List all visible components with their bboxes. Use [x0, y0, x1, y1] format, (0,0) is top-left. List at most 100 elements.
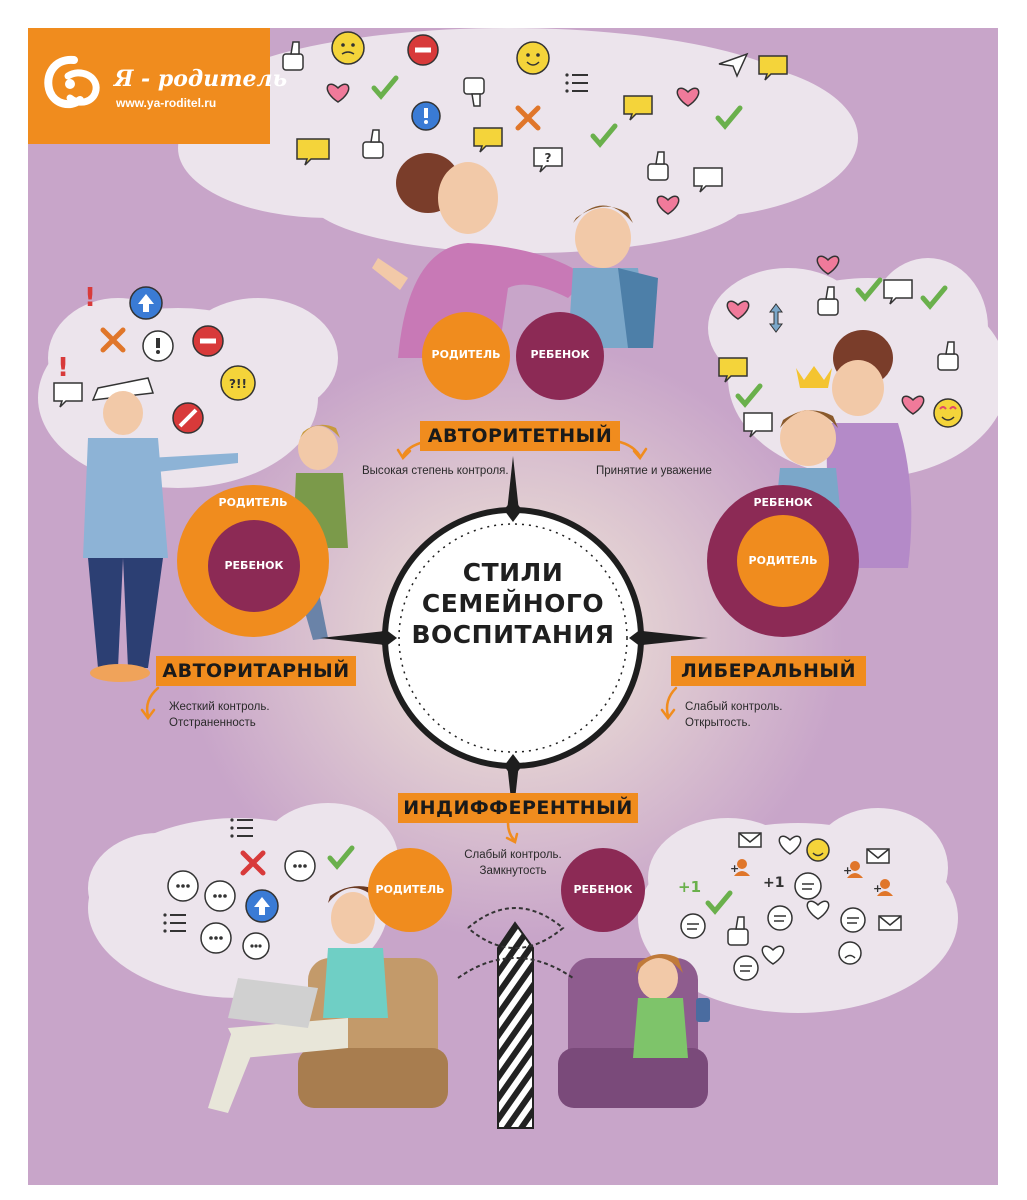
svg-text:!: !	[84, 283, 96, 313]
check-icon	[715, 105, 743, 130]
speech-bubble-icon	[53, 382, 83, 408]
svg-text:!: !	[57, 353, 69, 383]
smiley-icon	[331, 31, 365, 65]
cloud-left	[38, 298, 338, 488]
speech-bubble-icon	[840, 907, 866, 933]
liberal-desc: Слабый контроль.	[685, 701, 783, 713]
exclamation-icon: !	[57, 353, 69, 383]
liberal-child-label: Ребенок	[753, 496, 813, 509]
thumbs-up-icon	[362, 129, 384, 159]
cloud-bottom-right	[638, 808, 958, 1013]
authoritarian-desc-2: Отстраненность	[169, 717, 256, 729]
smiley-icon	[806, 838, 830, 862]
top-cloud-icons: ?	[282, 31, 788, 215]
svg-text:+1: +1	[678, 878, 701, 896]
heart-icon	[901, 395, 925, 415]
father-figure	[208, 886, 388, 1113]
list-icon	[230, 818, 253, 838]
smiley-icon	[933, 398, 963, 428]
svg-text:+1: +1	[763, 875, 784, 891]
svg-text:+: +	[843, 864, 852, 877]
check-icon	[590, 123, 618, 148]
svg-text:?: ?	[545, 151, 552, 165]
person-plus-icon: +	[873, 879, 893, 896]
list-icon	[163, 913, 186, 933]
liberal-desc-2: Открытость.	[685, 717, 751, 729]
logo-url[interactable]: www.ya-roditel.ru	[116, 96, 217, 110]
authoritative-desc-left: Высокая степень контроля.	[362, 465, 509, 477]
infographic-poster: ? ! ! ?!!	[28, 28, 998, 1185]
arrow-up-icon	[129, 286, 163, 320]
heart-icon	[726, 300, 750, 320]
cloud-top	[178, 28, 858, 253]
authoritative-desc-right: Принятие и уважение	[596, 465, 712, 477]
speech-bubble-icon	[733, 955, 759, 981]
stop-icon	[172, 402, 204, 434]
question-icon: ?	[533, 147, 563, 173]
speech-bubble-icon	[284, 850, 316, 882]
liberal-parent-label: Родитель	[748, 554, 818, 567]
check-icon	[705, 890, 733, 915]
plus-one-icon: +1	[678, 878, 701, 896]
speech-bubble-icon	[680, 913, 706, 939]
check-icon	[855, 277, 883, 302]
thumbs-up-icon	[647, 151, 669, 181]
smiley-icon	[838, 941, 862, 965]
indifferent-desc-2: Замкнутость	[479, 865, 547, 877]
thumbs-up-icon	[937, 341, 959, 371]
authoritarian-child-circle	[208, 520, 300, 612]
center-title-line: Стили	[462, 558, 564, 587]
heart-icon	[656, 195, 680, 215]
speech-bubble-icon	[167, 870, 199, 902]
speech-bubble-icon	[473, 127, 503, 153]
heart-icon	[676, 87, 700, 107]
authoritative-child-label: Ребенок	[530, 348, 590, 361]
speech-bubble-icon	[200, 922, 232, 954]
logo-block[interactable]: Я - родитель www.ya-roditel.ru	[28, 28, 287, 144]
cross-icon	[515, 105, 541, 131]
barrier-post	[457, 907, 574, 1129]
compass	[320, 456, 708, 818]
stop-icon	[192, 325, 224, 357]
svg-text:?!!: ?!!	[229, 377, 247, 391]
bottom-left-cloud-icons	[163, 818, 355, 960]
plus-one-icon: +1	[763, 875, 784, 891]
authoritarian-child-label: Ребенок	[224, 559, 284, 572]
speech-bubble-icon	[204, 880, 236, 912]
person-plus-icon: +	[843, 861, 863, 878]
bottom-right-cloud-icons: + +1 + + +1	[678, 832, 902, 981]
check-icon	[920, 285, 948, 310]
authoritarian-parent-label: Родитель	[218, 496, 288, 509]
girl-figure	[633, 954, 710, 1058]
authoritarian-banner: Авторитарный	[156, 656, 356, 686]
arrow-up-icon	[769, 303, 783, 333]
cross-icon	[240, 850, 266, 876]
authoritative-child-circle	[516, 312, 604, 400]
exclamation-icon	[411, 101, 441, 131]
speech-bubble-icon	[767, 905, 793, 931]
indifferent-parent-circle	[368, 848, 452, 932]
authoritative-banner: Авторитетный	[420, 421, 620, 451]
poster-illustration: ? ! ! ?!!	[38, 28, 998, 1129]
heart-icon	[761, 945, 785, 965]
authoritative-parent-circle	[422, 312, 510, 400]
list-icon	[565, 73, 588, 93]
logo-mark-icon	[44, 55, 100, 109]
speech-bubble-icon	[758, 55, 788, 81]
right-cloud-icons	[718, 255, 963, 438]
indifferent-child-label: Ребенок	[573, 883, 633, 896]
person-plus-icon: +	[730, 859, 750, 876]
check-icon	[371, 75, 399, 100]
thumbs-up-icon	[282, 41, 304, 71]
indifferent-banner: Индифферентный	[398, 793, 638, 823]
speech-bubble-icon	[242, 932, 270, 960]
smiley-icon	[516, 41, 550, 75]
indifferent-parent-label: Родитель	[375, 883, 445, 896]
svg-text:+: +	[730, 862, 739, 875]
heart-icon	[326, 83, 350, 103]
thumbs-down-icon	[463, 77, 485, 107]
speech-bubble-icon	[743, 412, 773, 438]
paper-plane-icon	[718, 52, 749, 78]
heart-icon	[816, 255, 840, 275]
indifferent-child-circle	[561, 848, 645, 932]
